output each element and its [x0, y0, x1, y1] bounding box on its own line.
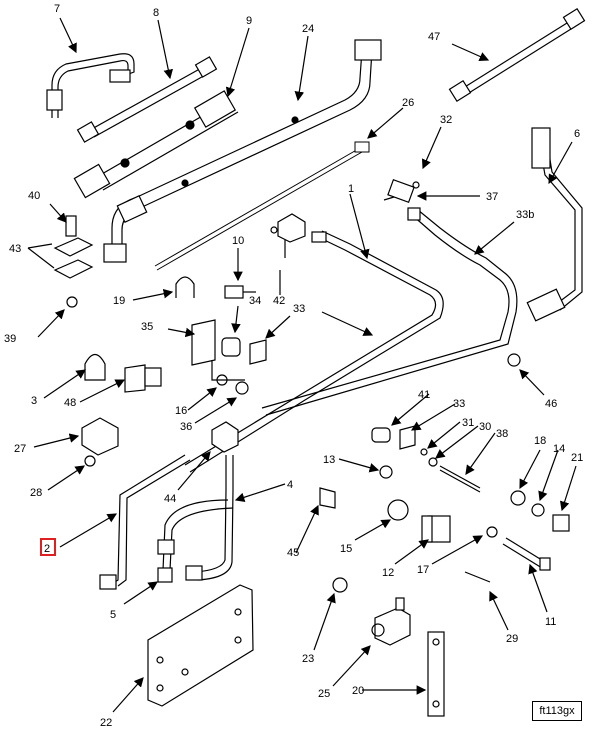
- part-17-11-29-bolts: [464, 526, 551, 583]
- callout-48: 47: [428, 31, 440, 43]
- callout-1: 1: [348, 183, 354, 195]
- callout-33a: 33: [293, 303, 305, 315]
- callout-42: 41: [418, 389, 430, 401]
- callout-46: 45: [287, 547, 299, 559]
- callout-38: 37: [486, 191, 498, 203]
- part-3-49-27-28-fittings: [81, 353, 162, 467]
- callout-29: 29: [506, 633, 518, 645]
- callout-22: 22: [100, 717, 112, 729]
- part-20-strap: [427, 631, 445, 717]
- part-24-tube: [103, 39, 382, 263]
- part-25-tee-fitting: [371, 597, 411, 646]
- part-6-hose: [526, 127, 583, 322]
- leader-lines: [27, 17, 577, 713]
- callout-8: 8: [153, 7, 159, 19]
- part-48-hose: [448, 7, 586, 103]
- callout-4: 4: [287, 479, 293, 491]
- callout-9: 9: [246, 15, 252, 27]
- callout-24: 24: [302, 23, 314, 35]
- part-36-35-33-bracket: [191, 319, 267, 395]
- callout-3: 3: [31, 395, 37, 407]
- callout-40: 39: [4, 333, 16, 345]
- callout-31: 31: [462, 417, 474, 429]
- callout-10: 10: [232, 235, 244, 247]
- callout-34: 33b: [516, 209, 534, 221]
- callout-27: 27: [14, 443, 26, 455]
- callout-17: 17: [417, 564, 429, 576]
- part-34-tube: [261, 207, 518, 416]
- part-4-5-tube: [157, 455, 234, 583]
- callout-28: 28: [30, 487, 42, 499]
- callout-12: 12: [382, 567, 394, 579]
- callout-35: 34: [249, 295, 261, 307]
- callout-5: 5: [110, 609, 116, 621]
- callout-11: 11: [545, 616, 556, 628]
- callout-7: 7: [54, 3, 60, 15]
- part-26-cable-tie: [154, 141, 370, 271]
- callout-2: 2: [44, 543, 50, 555]
- callout-15: 15: [340, 543, 352, 555]
- part-45-tee-tube: [99, 421, 239, 590]
- callout-18: 18: [534, 435, 546, 447]
- part-19-10-clip-bolt: [175, 276, 256, 299]
- callout-43: 42: [273, 295, 285, 307]
- part-13-15-12-nut-washer-bolt: [379, 465, 451, 543]
- callout-33b: 33: [453, 398, 465, 410]
- part-43-elbow: [270, 213, 306, 243]
- callout-23: 23: [302, 653, 314, 665]
- part-46-47-23-fittings: [319, 353, 521, 593]
- part-18-14-21-hardware: [510, 490, 570, 532]
- callout-32: 32: [440, 114, 452, 126]
- part-41-44-40-clamp: [53, 215, 94, 308]
- part-32-38-fittings: [383, 178, 420, 204]
- callout-21: 21: [571, 452, 583, 464]
- part-9-hose-assembly: [73, 90, 239, 199]
- callout-49: 48: [64, 397, 76, 409]
- figure-id-label: ft113gx: [532, 701, 582, 721]
- callout-41: 40: [28, 190, 40, 202]
- part-7-bent-tube: [46, 53, 135, 118]
- part-1-tube: [184, 230, 444, 473]
- highlight-box-callout-2: [40, 538, 56, 556]
- callout-39: 38: [496, 428, 508, 440]
- callout-45: 44: [164, 493, 176, 505]
- part-8-hose: [76, 56, 218, 143]
- part-42-33-31-30-39-hardware: [371, 425, 481, 493]
- callout-44: 43: [9, 243, 21, 255]
- callout-20: 20: [352, 685, 364, 697]
- callout-6: 6: [574, 128, 580, 140]
- callout-26: 26: [402, 97, 414, 109]
- callout-25: 25: [318, 688, 330, 700]
- part-22-bracket-plate: [147, 584, 254, 707]
- callout-36: 35: [141, 321, 153, 333]
- callout-47: 46: [545, 398, 557, 410]
- callout-labels: 7 8 9 24 26 47 6 32 37 33b 1 40 43 39 10…: [4, 3, 583, 729]
- callout-19: 19: [113, 295, 125, 307]
- callout-37: 36: [180, 421, 192, 433]
- callout-13: 13: [323, 454, 335, 466]
- callout-14: 14: [553, 443, 565, 455]
- direction-arrows: [321, 311, 374, 336]
- callout-30: 30: [479, 421, 491, 433]
- callout-16: 16: [175, 405, 187, 417]
